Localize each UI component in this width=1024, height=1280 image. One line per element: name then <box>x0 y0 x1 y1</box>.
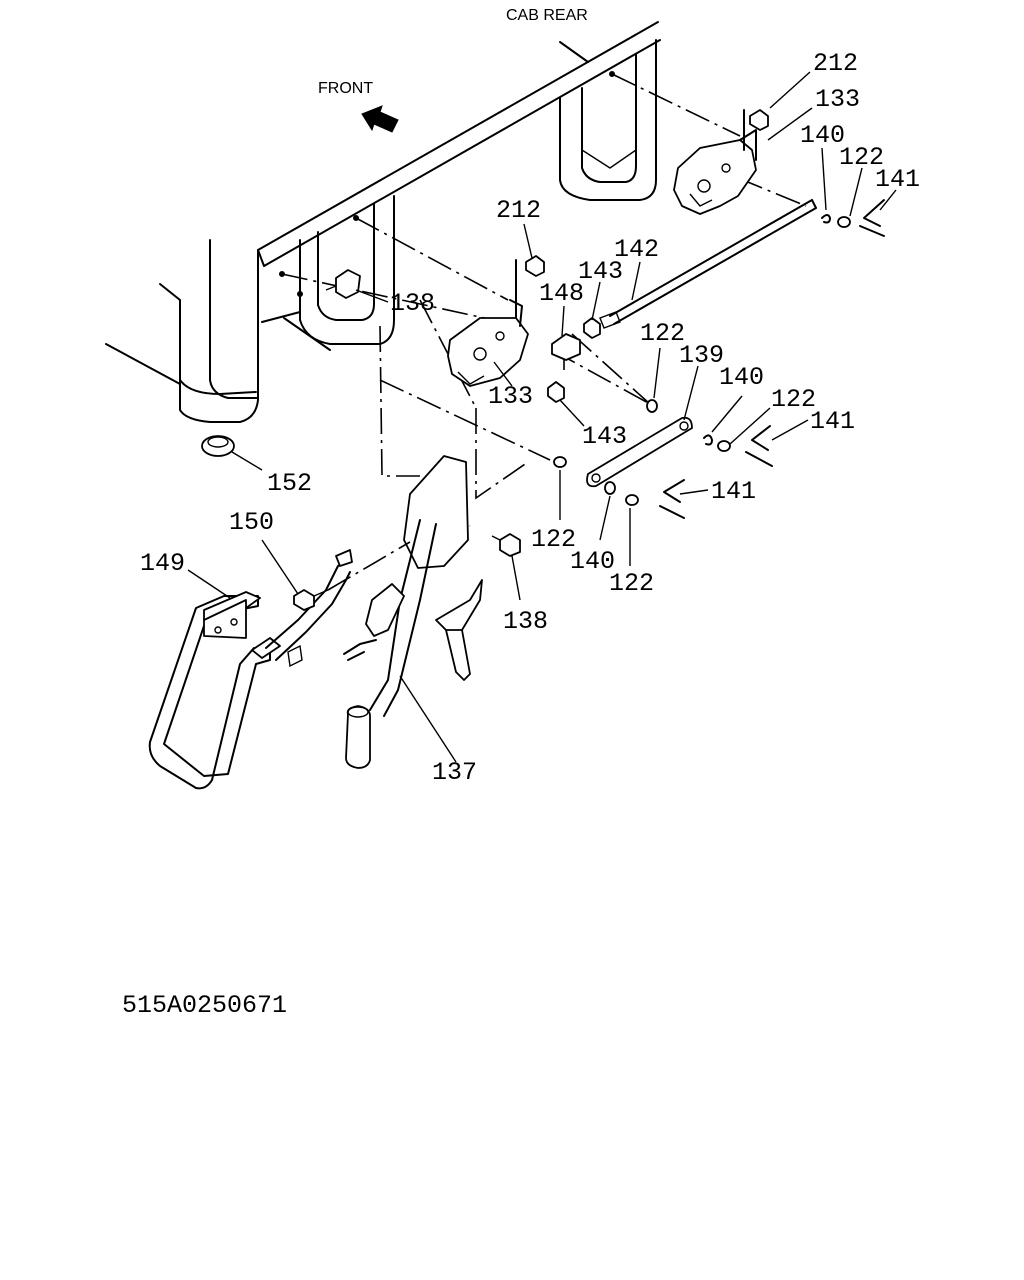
callout-142: 142 <box>614 235 659 264</box>
callout-141-lower: 141 <box>711 477 756 506</box>
callout-212-mid: 212 <box>496 196 541 225</box>
callout-149: 149 <box>140 549 185 578</box>
front-label: FRONT <box>318 80 373 97</box>
callout-140-top: 140 <box>800 121 845 150</box>
callout-143-bottom: 143 <box>582 422 627 451</box>
callout-140-mid: 140 <box>719 363 764 392</box>
callout-122-bottom: 122 <box>609 569 654 598</box>
callout-143-top: 143 <box>578 257 623 286</box>
callout-139: 139 <box>679 341 724 370</box>
callout-122-lower: 122 <box>531 525 576 554</box>
callout-137: 137 <box>432 758 477 787</box>
front-arrow-icon <box>361 105 399 133</box>
latch-assembly-top <box>599 109 885 329</box>
lever-assembly-137 <box>343 455 521 769</box>
latch-assembly-mid <box>325 255 601 403</box>
callout-141-top: 141 <box>875 165 920 194</box>
callout-140-lower: 140 <box>570 547 615 576</box>
callout-150: 150 <box>229 508 274 537</box>
callout-122-right: 122 <box>771 385 816 414</box>
callout-148: 148 <box>539 279 584 308</box>
callout-122-mid: 122 <box>640 319 685 348</box>
callout-152: 152 <box>267 469 312 498</box>
grommet-152 <box>201 435 235 457</box>
callout-133-top: 133 <box>815 85 860 114</box>
cab-rear-label: CAB REAR <box>506 7 588 24</box>
callout-138-bottom: 138 <box>503 607 548 636</box>
link-139 <box>553 399 773 519</box>
callout-133-mid: 133 <box>488 382 533 411</box>
cab-frame <box>105 21 661 423</box>
callout-122-top: 122 <box>839 143 884 172</box>
callout-leaders <box>187 71 897 763</box>
callout-141-right: 141 <box>810 407 855 436</box>
callout-212-top: 212 <box>813 49 858 78</box>
pedal-bracket-149 <box>148 541 411 790</box>
callout-138-top: 138 <box>390 289 435 318</box>
drawing-number: 515A0250671 <box>122 991 287 1020</box>
